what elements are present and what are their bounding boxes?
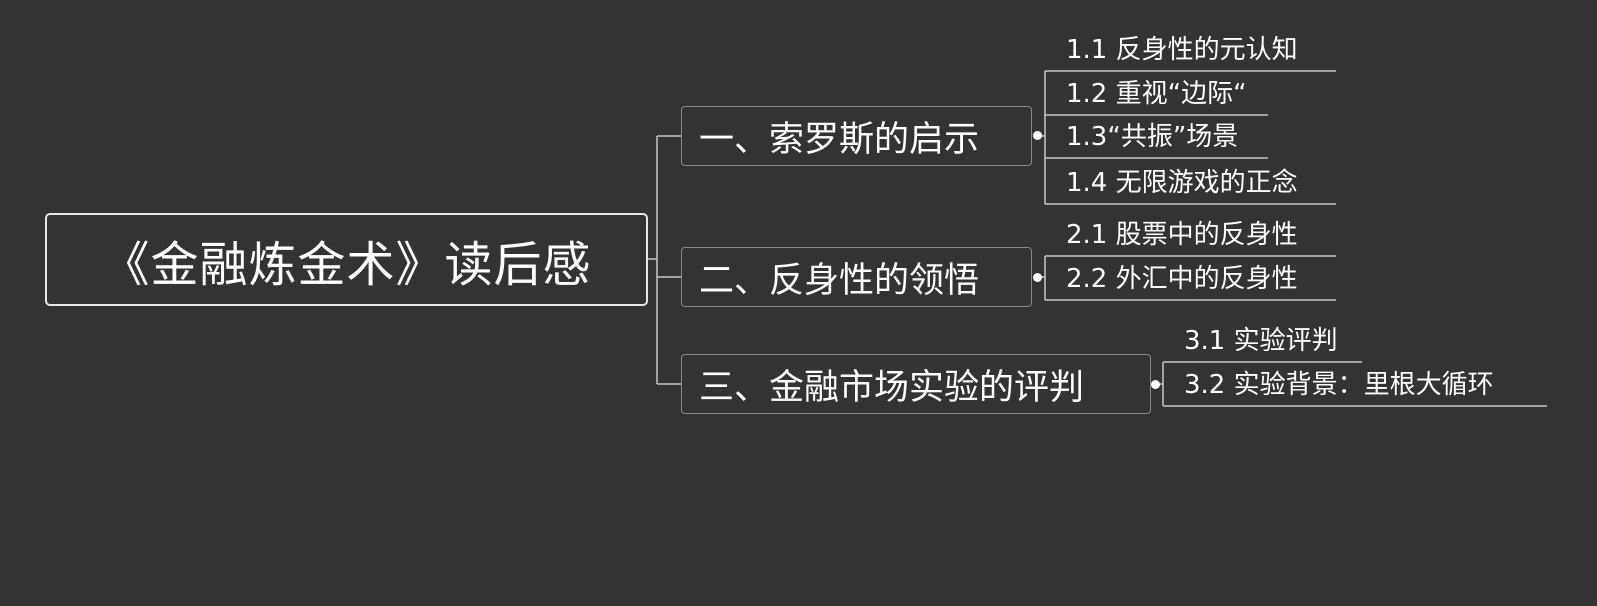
- subtopic-2-2[interactable]: 2.2 外汇中的反身性: [1045, 256, 1298, 300]
- subtopic-1-3-label: 1.3“共振”场景: [1066, 122, 1239, 152]
- collapse-toggle-3[interactable]: [1151, 380, 1160, 389]
- subtopic-1-1[interactable]: 1.1 反身性的元认知: [1045, 27, 1298, 71]
- main-topic-3[interactable]: 三、金融市场实验的评判: [681, 354, 1151, 414]
- subtopic-1-4[interactable]: 1.4 无限游戏的正念: [1045, 160, 1298, 204]
- subtopic-3-2-label: 3.2 实验背景：里根大循环: [1184, 370, 1494, 400]
- collapse-toggle-2[interactable]: [1033, 273, 1042, 282]
- subtopic-1-2-label: 1.2 重视“边际“: [1066, 79, 1247, 109]
- subtopic-2-2-label: 2.2 外汇中的反身性: [1066, 264, 1298, 294]
- subtopic-3-1-label: 3.1 实验评判: [1184, 326, 1338, 356]
- subtopic-2-1-label: 2.1 股票中的反身性: [1066, 220, 1298, 250]
- subtopic-3-1[interactable]: 3.1 实验评判: [1163, 318, 1338, 362]
- subtopic-1-2[interactable]: 1.2 重视“边际“: [1045, 71, 1247, 115]
- subtopic-1-4-label: 1.4 无限游戏的正念: [1066, 168, 1298, 198]
- main-topic-3-label: 三、金融市场实验的评判: [699, 367, 1085, 408]
- subtopic-1-1-label: 1.1 反身性的元认知: [1066, 35, 1298, 65]
- subtopic-1-3[interactable]: 1.3“共振”场景: [1045, 114, 1238, 158]
- main-topic-2-label: 二、反身性的领悟: [699, 260, 980, 301]
- main-topic-1-label: 一、索罗斯的启示: [699, 119, 980, 160]
- main-topic-2[interactable]: 二、反身性的领悟: [681, 247, 1032, 307]
- central-topic[interactable]: 《金融炼金术》读后感: [45, 213, 648, 306]
- subtopic-3-2[interactable]: 3.2 实验背景：里根大循环: [1163, 362, 1494, 406]
- main-topic-1[interactable]: 一、索罗斯的启示: [681, 106, 1032, 166]
- central-topic-label: 《金融炼金术》读后感: [101, 236, 592, 293]
- collapse-toggle-1[interactable]: [1033, 131, 1042, 140]
- subtopic-2-1[interactable]: 2.1 股票中的反身性: [1045, 212, 1298, 256]
